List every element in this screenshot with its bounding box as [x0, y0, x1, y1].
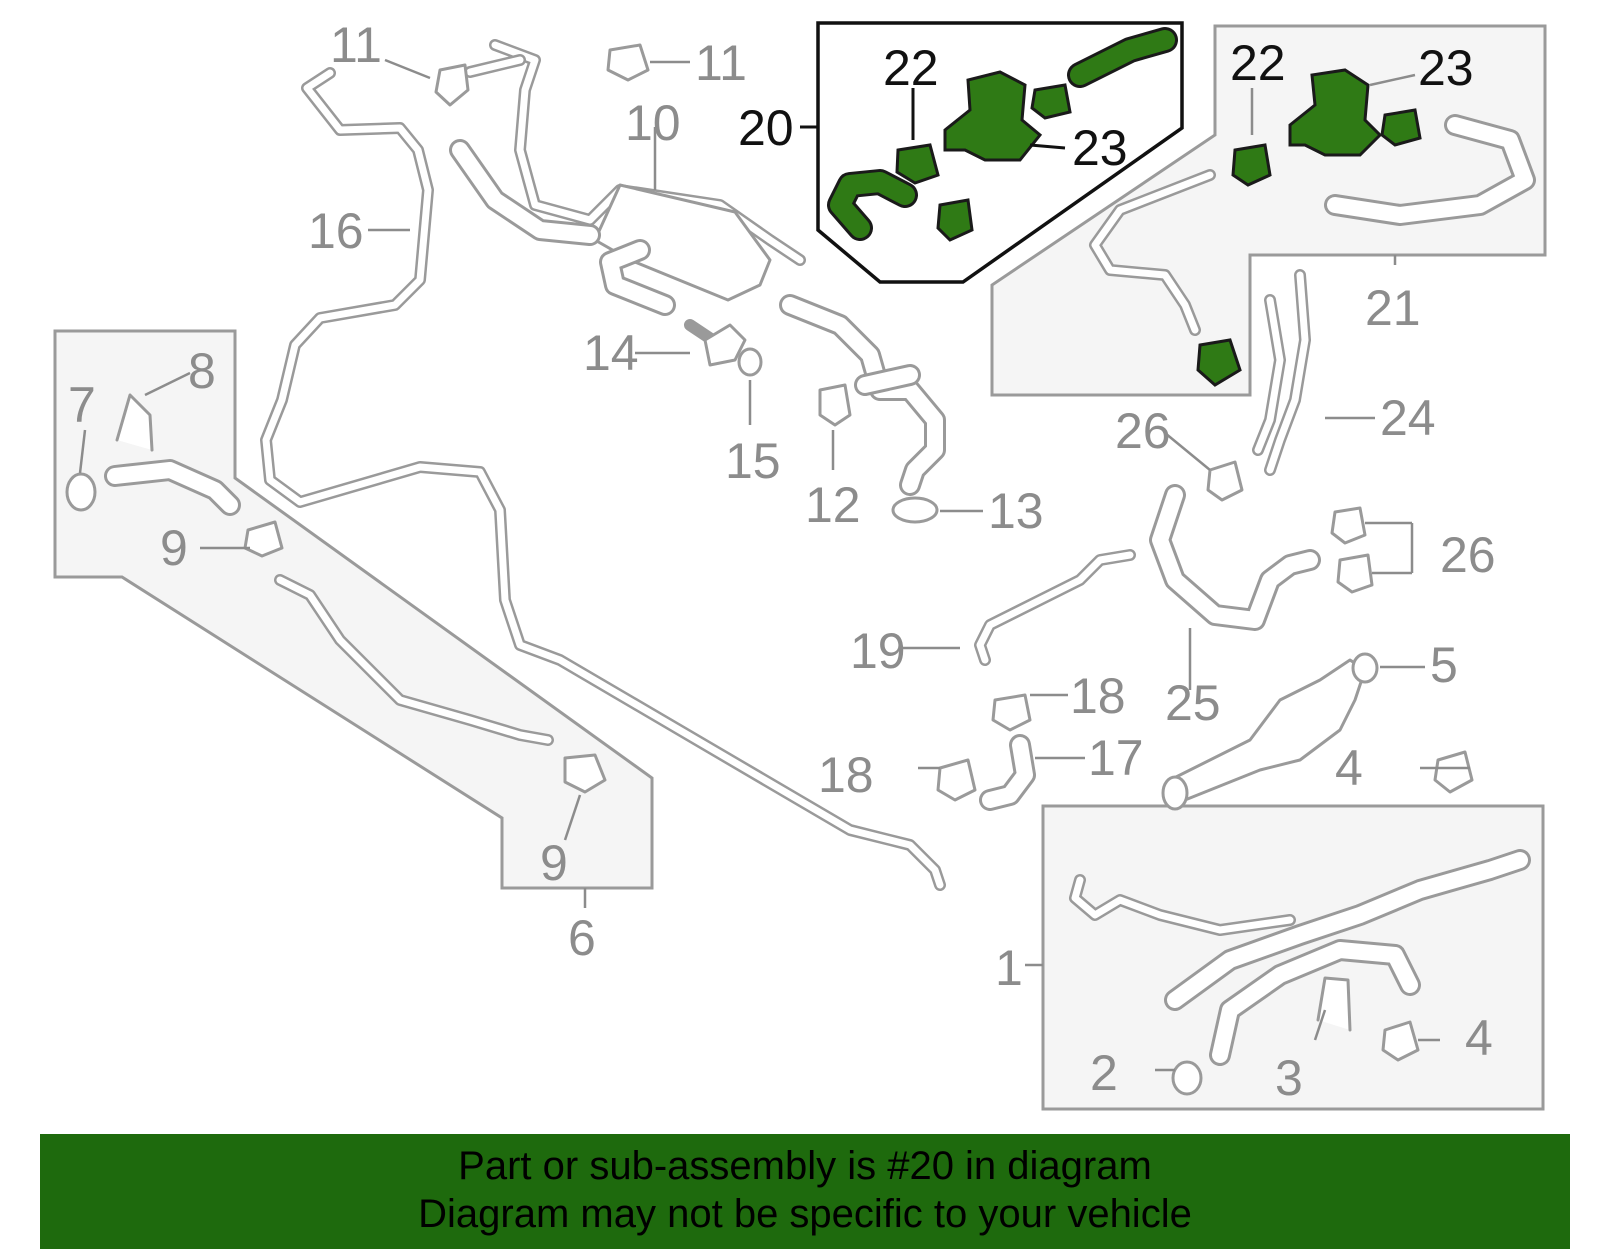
coolant-hose-17 — [979, 734, 1036, 811]
clip-3 — [1316, 976, 1352, 1032]
clamp-18-low — [936, 758, 977, 802]
callout-18-low: 18 — [818, 747, 874, 803]
callout-22-highlighted[interactable]: 22 — [883, 40, 939, 96]
callout-12: 12 — [805, 477, 861, 533]
callout-18-top: 18 — [1070, 668, 1126, 724]
info-banner: Part or sub-assembly is #20 in diagram D… — [40, 1134, 1570, 1249]
group-box-1 — [1041, 804, 1545, 1111]
callout-1: 1 — [995, 940, 1023, 996]
callout-26-right: 26 — [1440, 527, 1496, 583]
callout-19: 19 — [850, 623, 906, 679]
callout-11-left: 11 — [330, 17, 382, 73]
coolant-pipe-24 — [1252, 269, 1311, 476]
hose-assembly-6 — [65, 393, 607, 794]
leader-lines — [78, 58, 1470, 1072]
clamp-12 — [818, 383, 852, 427]
o-ring-7 — [65, 472, 97, 512]
callout-9-low: 9 — [540, 835, 568, 891]
coolant-pipe-19 — [974, 549, 1136, 666]
callout-13: 13 — [988, 483, 1044, 539]
callout-15: 15 — [725, 433, 781, 489]
callout-16: 16 — [308, 203, 364, 259]
o-ring-15 — [737, 347, 763, 377]
clamp-22-highlighted[interactable] — [895, 143, 940, 185]
clamp-26-mid — [1330, 506, 1367, 545]
clamp-26-top — [1206, 460, 1244, 502]
coolant-hose-25 — [1149, 484, 1321, 631]
callout-10: 10 — [625, 95, 681, 151]
callout-9-top: 9 — [160, 520, 188, 576]
coolant-valve-assembly-21 — [1089, 68, 1536, 387]
clamp-18-top — [991, 693, 1032, 732]
coolant-valve-23-highlighted[interactable] — [943, 70, 1043, 162]
banner-line-1: Part or sub-assembly is #20 in diagram — [458, 1144, 1152, 1188]
callout-2: 2 — [1090, 1045, 1118, 1101]
callout-23-highlighted[interactable]: 23 — [1072, 120, 1128, 176]
thermostat-housing-5 — [1161, 652, 1379, 811]
callout-14: 14 — [583, 325, 639, 381]
clip-8 — [115, 393, 154, 452]
callout-24: 24 — [1380, 390, 1436, 446]
coolant-pipe-10 — [449, 39, 946, 496]
callout-labels: 1 2 3 4 4 5 6 7 8 9 9 10 11 11 12 13 14 … — [68, 17, 1496, 1106]
callout-4-low: 4 — [1465, 1010, 1493, 1066]
clamp-4-mid — [1433, 750, 1474, 794]
flange-14 — [684, 319, 747, 367]
callout-7: 7 — [68, 377, 96, 433]
callout-22: 22 — [1230, 35, 1286, 91]
group-box-6 — [53, 329, 654, 890]
clamp-13 — [891, 496, 939, 524]
clamp-26-low — [1336, 553, 1374, 594]
callout-11-right: 11 — [695, 35, 747, 91]
callout-5: 5 — [1430, 637, 1458, 693]
callout-17: 17 — [1088, 730, 1144, 786]
callout-8: 8 — [188, 343, 216, 399]
clamp-4-low — [1381, 1020, 1420, 1062]
callout-3: 3 — [1275, 1050, 1303, 1106]
callout-21: 21 — [1365, 280, 1421, 336]
callout-4-mid: 4 — [1335, 740, 1363, 796]
o-ring-2 — [1171, 1060, 1203, 1096]
coolant-hose-assembly-1 — [1069, 849, 1531, 1096]
callout-26-top: 26 — [1115, 403, 1171, 459]
clamp-11-right — [606, 43, 650, 82]
coolant-pipe-16 — [260, 67, 946, 891]
callout-6: 6 — [568, 910, 596, 966]
clamp-11-left — [434, 63, 470, 107]
banner-line-2: Diagram may not be specific to your vehi… — [418, 1192, 1192, 1236]
callout-25: 25 — [1165, 675, 1221, 731]
coolant-valve-assembly-20[interactable] — [827, 27, 1178, 242]
callout-20[interactable]: 20 — [738, 100, 794, 156]
callout-23: 23 — [1418, 40, 1474, 96]
